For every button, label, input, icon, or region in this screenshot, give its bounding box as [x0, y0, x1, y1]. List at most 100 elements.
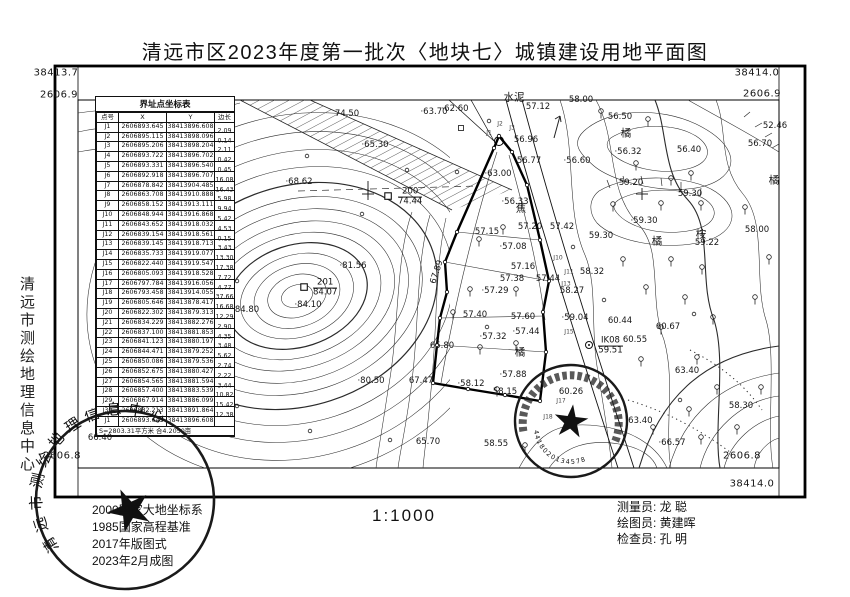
- boundary-vertex-icon: [524, 182, 530, 188]
- tree-icon: [694, 354, 700, 360]
- tree-icon: [450, 309, 456, 315]
- tree-icon: [494, 386, 500, 392]
- tree-icon: [758, 384, 764, 390]
- spot-dot-icon: [677, 397, 683, 403]
- tree-icon: [645, 116, 651, 122]
- boundary-vertex-icon: [430, 380, 436, 386]
- slope-hatch-band: [239, 100, 513, 211]
- spot-dot-icon: [387, 437, 393, 443]
- building-icon: [458, 125, 464, 131]
- table-footer-row: S=2803.31平方米 合4.2050亩: [96, 425, 235, 437]
- spot-dot-icon: [404, 167, 410, 173]
- spot-dot-icon: [570, 244, 576, 250]
- tree-icon: [500, 224, 506, 230]
- table-title: 界址点坐标表: [96, 97, 234, 112]
- tree-icon: [668, 175, 674, 181]
- boundary-vertex-icon: [444, 289, 450, 295]
- boundary-vertex-icon: [502, 392, 508, 398]
- tree-icon: [752, 294, 758, 300]
- tree-icon: [598, 108, 604, 114]
- note-height-datum: 1985国家高程基准: [92, 520, 191, 534]
- boundary-vertex-icon: [537, 398, 543, 404]
- tree-icon: [477, 344, 483, 350]
- road-lines: [448, 100, 635, 468]
- spot-dot-icon: [234, 278, 240, 284]
- tree-icon: [638, 356, 644, 362]
- boundary-vertex-icon: [546, 278, 552, 284]
- tree-icon: [610, 201, 616, 207]
- drafter-name: 绘图员: 黄建晖: [617, 516, 696, 530]
- note-symbology: 2017年版图式: [92, 537, 167, 551]
- tree-icon: [688, 170, 694, 176]
- hachure-ticks: [606, 111, 779, 197]
- tree-icon: [467, 286, 473, 292]
- plot-subdivision-lines: [436, 151, 550, 384]
- spot-dot-icon: [484, 324, 490, 330]
- map-frame: [53, 64, 807, 499]
- col-header-x: X: [118, 112, 167, 123]
- control-square-icon: [300, 283, 308, 291]
- note-datum: 2000国家大地坐标系: [92, 503, 203, 517]
- tree-icon: [658, 324, 664, 330]
- control-circle-icon: [588, 344, 590, 346]
- tree-icon: [476, 236, 482, 242]
- boundary-vertex-icon: [465, 386, 471, 392]
- map-notes: 2000国家大地坐标系 1985国家高程基准 2017年版图式 2023年2月成…: [92, 502, 203, 570]
- control-square-icon: [384, 192, 392, 200]
- col-header-y: Y: [166, 112, 215, 123]
- tree-icon: [742, 204, 748, 210]
- checker-name: 检查员: 孔 明: [617, 532, 688, 546]
- staff-block: 测量员: 龙 聪 绘图员: 黄建晖 检查员: 孔 明: [617, 499, 696, 547]
- boundary-vertex-icon: [543, 349, 549, 355]
- tree-icon: [714, 384, 720, 390]
- tree-icon: [633, 160, 639, 166]
- slope-arrow-icon: [553, 115, 561, 139]
- spot-dot-icon: [691, 311, 697, 317]
- page-title: 清远市区2023年度第一批次〈地块七〉城镇建设用地平面图: [141, 42, 709, 64]
- table-header-row: 点号 X Y 边长: [96, 112, 235, 123]
- boundary-vertex-icon: [434, 342, 440, 348]
- boundary-vertex-icon: [540, 309, 546, 315]
- spot-dot-icon: [454, 169, 460, 175]
- spot-dot-icon: [601, 297, 607, 303]
- tree-icon: [698, 434, 704, 440]
- tree-icon: [668, 256, 674, 262]
- tree-icon: [734, 424, 740, 430]
- map-scale: 1:1000: [372, 506, 436, 525]
- spot-dot-icon: [234, 403, 240, 409]
- spot-dot-icon: [304, 153, 310, 159]
- note-date: 2023年2月成图: [92, 554, 174, 568]
- tree-icon: [513, 340, 519, 346]
- area-summary: S=2803.31平方米 合4.2050亩: [96, 425, 235, 437]
- tree-icon: [658, 200, 664, 206]
- tree-icon: [766, 254, 772, 260]
- tree-icon: [699, 264, 705, 270]
- boundary-vertex-icon: [509, 149, 515, 155]
